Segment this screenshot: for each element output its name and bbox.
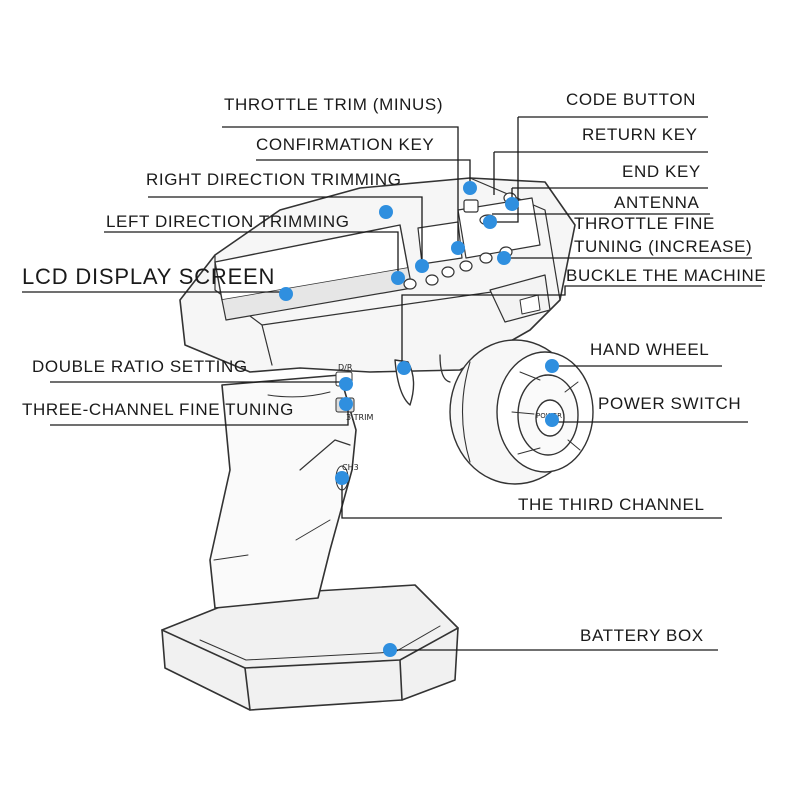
marker-left-trim-b bbox=[391, 271, 405, 285]
leader-return bbox=[493, 151, 708, 195]
label-return-key: RETURN KEY bbox=[582, 125, 698, 144]
label-lcd-display-screen: LCD DISPLAY SCREEN bbox=[22, 264, 276, 289]
label-throttle-trim-minus: THROTTLE TRIM (MINUS) bbox=[224, 95, 444, 114]
leader-three-channel bbox=[50, 404, 349, 426]
marker-left-trim-a bbox=[415, 259, 429, 273]
leader-throttle-trim bbox=[222, 126, 459, 246]
marker-buckle bbox=[397, 361, 411, 375]
marker-battery-box bbox=[383, 643, 397, 657]
marker-code-button bbox=[483, 215, 497, 229]
leader-lines bbox=[22, 116, 762, 651]
marker-hand-wheel bbox=[545, 359, 559, 373]
trim-marking: 3.TRIM bbox=[346, 413, 373, 422]
label-double-ratio-setting: DOUBLE RATIO SETTING bbox=[32, 357, 248, 376]
leader-right-trim bbox=[148, 196, 423, 266]
label-right-direction-trimming: RIGHT DIRECTION TRIMMING bbox=[146, 170, 402, 189]
label-code-button: CODE BUTTON bbox=[566, 90, 697, 109]
label-three-channel-fine-tuning: THREE-CHANNEL FINE TUNING bbox=[22, 400, 294, 419]
label-throttle-fine-line1: THROTTLE FINE bbox=[574, 214, 715, 233]
marker-throttle-trim bbox=[451, 241, 465, 255]
transmitter-body bbox=[161, 177, 594, 711]
label-hand-wheel: HAND WHEEL bbox=[590, 340, 710, 359]
hand-wheel-drawing bbox=[449, 339, 594, 485]
label-antenna: ANTENNA bbox=[614, 193, 700, 212]
leader-left-trim bbox=[104, 231, 399, 278]
marker-right-trim bbox=[379, 205, 393, 219]
label-confirmation-key: CONFIRMATION KEY bbox=[256, 135, 435, 154]
leader-confirmation bbox=[256, 159, 471, 187]
marker-three-channel bbox=[339, 397, 353, 411]
label-power-switch: POWER SWITCH bbox=[598, 394, 742, 413]
label-the-third-channel: THE THIRD CHANNEL bbox=[518, 495, 705, 514]
label-throttle-fine-line2: TUNING (INCREASE) bbox=[574, 237, 753, 256]
leader-third-channel bbox=[341, 480, 722, 519]
callout-markers bbox=[279, 181, 559, 657]
marker-lcd bbox=[279, 287, 293, 301]
marker-double-ratio bbox=[339, 377, 353, 391]
leader-buckle bbox=[401, 285, 762, 368]
dr-marking: D/R bbox=[338, 363, 353, 372]
label-buckle-the-machine: BUCKLE THE MACHINE bbox=[566, 266, 767, 285]
label-left-direction-trimming: LEFT DIRECTION TRIMMING bbox=[106, 212, 350, 231]
battery-box-outline bbox=[161, 584, 459, 711]
marker-third-channel bbox=[335, 471, 349, 485]
marker-power-switch bbox=[545, 413, 559, 427]
ch3-marking: CH3 bbox=[342, 463, 359, 472]
label-battery-box: BATTERY BOX bbox=[580, 626, 704, 645]
label-end-key: END KEY bbox=[622, 162, 701, 181]
marker-confirmation bbox=[463, 181, 477, 195]
marker-throttle-fine bbox=[497, 251, 511, 265]
marker-end-key bbox=[505, 197, 519, 211]
lcd-screen-window bbox=[417, 221, 463, 265]
